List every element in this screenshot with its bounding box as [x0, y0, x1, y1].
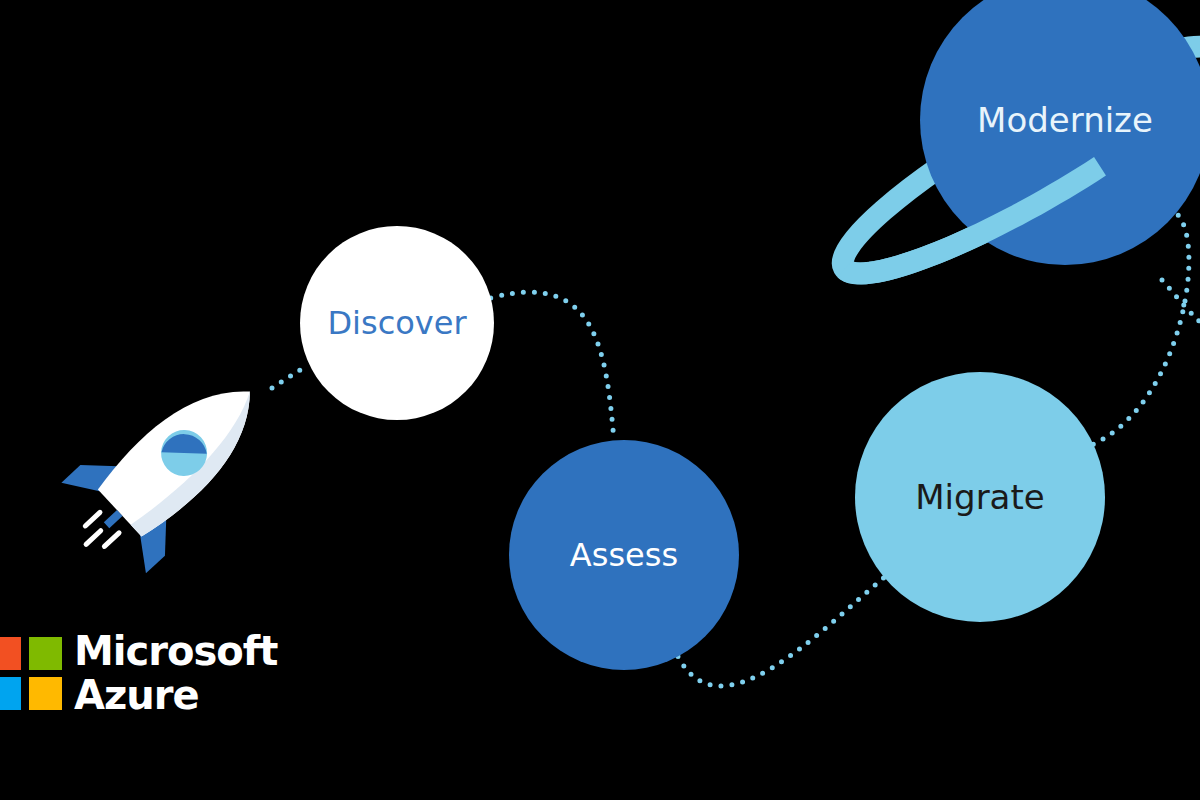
brand-label: Azure	[74, 672, 199, 718]
step-circle: Migrate	[855, 372, 1105, 622]
rocket	[44, 346, 292, 589]
rocket-trail	[272, 370, 300, 388]
planet-circle: Modernize	[920, 0, 1200, 265]
dotted-connector	[491, 292, 614, 440]
step-label: Discover	[327, 304, 466, 342]
step-label: Modernize	[977, 100, 1153, 140]
planet-ring-front	[845, 166, 1100, 273]
step-label: Migrate	[915, 477, 1044, 517]
step-circle: Discover	[300, 226, 494, 420]
dotted-connector	[491, 292, 614, 440]
step-circle: Assess	[509, 440, 739, 670]
microsoft-logo	[0, 637, 62, 710]
brand-label: Microsoft	[74, 628, 277, 674]
step-label: Assess	[570, 536, 678, 574]
